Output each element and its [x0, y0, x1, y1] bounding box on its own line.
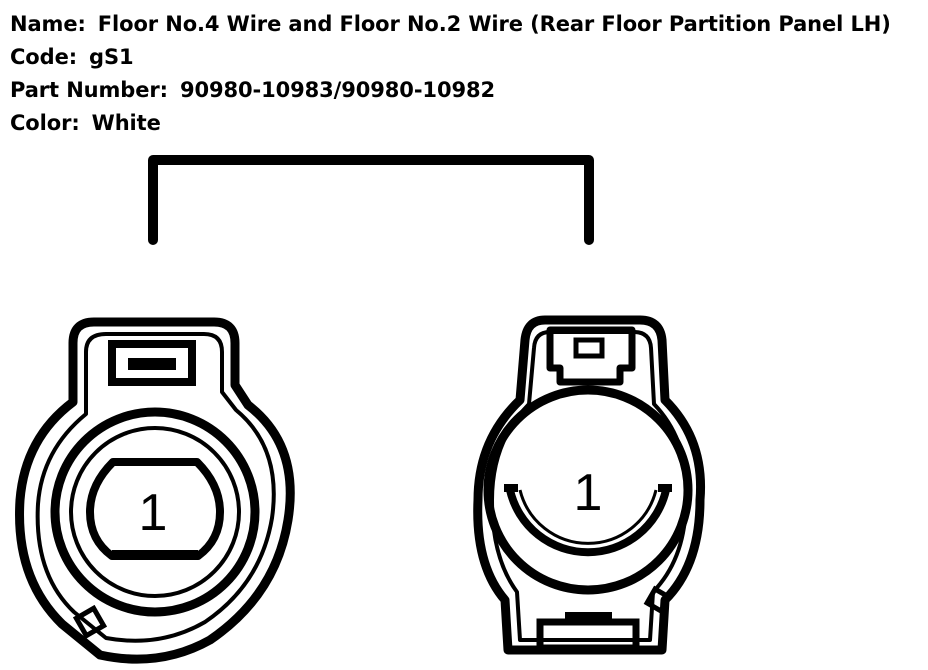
code-row: Code: gS1 [10, 41, 891, 74]
right-connector: 1 [473, 315, 706, 655]
right-connector-key-right [658, 484, 672, 492]
name-row: Name: Floor No.4 Wire and Floor No.2 Wire… [10, 8, 891, 41]
left-connector-cavity-key [112, 550, 198, 558]
right-connector-cavity-arc [506, 489, 670, 557]
right-connector-latch [546, 326, 636, 386]
part-number-label: Part Number: [10, 78, 168, 102]
name-value: Floor No.4 Wire and Floor No.2 Wire (Rea… [97, 12, 891, 36]
right-connector-pin-label: 1 [574, 464, 603, 522]
left-connector-housing-inner [35, 332, 276, 643]
part-number-value: 90980-10983/90980-10982 [179, 78, 495, 102]
right-connector-housing [473, 315, 706, 655]
right-connector-side-tab [643, 585, 673, 615]
color-row: Color: White [10, 107, 891, 140]
left-connector-latch-slot [128, 358, 176, 370]
left-connector-pin-label: 1 [139, 484, 168, 542]
right-connector-bottom-tab [536, 618, 640, 652]
part-number-row: Part Number: 90980-10983/90980-10982 [10, 74, 891, 107]
color-value: White [91, 111, 161, 135]
left-connector-latch [108, 340, 196, 386]
connector-info: Name: Floor No.4 Wire and Floor No.2 Wire… [10, 8, 891, 140]
left-connector: 1 [15, 317, 295, 664]
right-connector-lock-bar [565, 612, 612, 620]
left-connector-tab [72, 604, 108, 640]
left-connector-shell-ring-inner [69, 426, 241, 598]
color-label: Color: [10, 111, 80, 135]
right-connector-shell-ring [483, 385, 693, 595]
code-label: Code: [10, 45, 78, 69]
left-connector-housing [15, 317, 295, 664]
left-connector-shell-ring [50, 407, 260, 617]
mating-bracket [148, 155, 594, 245]
name-label: Name: [10, 12, 86, 36]
right-connector-cavity-arc-inner [518, 489, 658, 545]
right-connector-latch-window [573, 337, 605, 359]
right-connector-key-left [504, 484, 518, 492]
code-value: gS1 [89, 45, 134, 69]
